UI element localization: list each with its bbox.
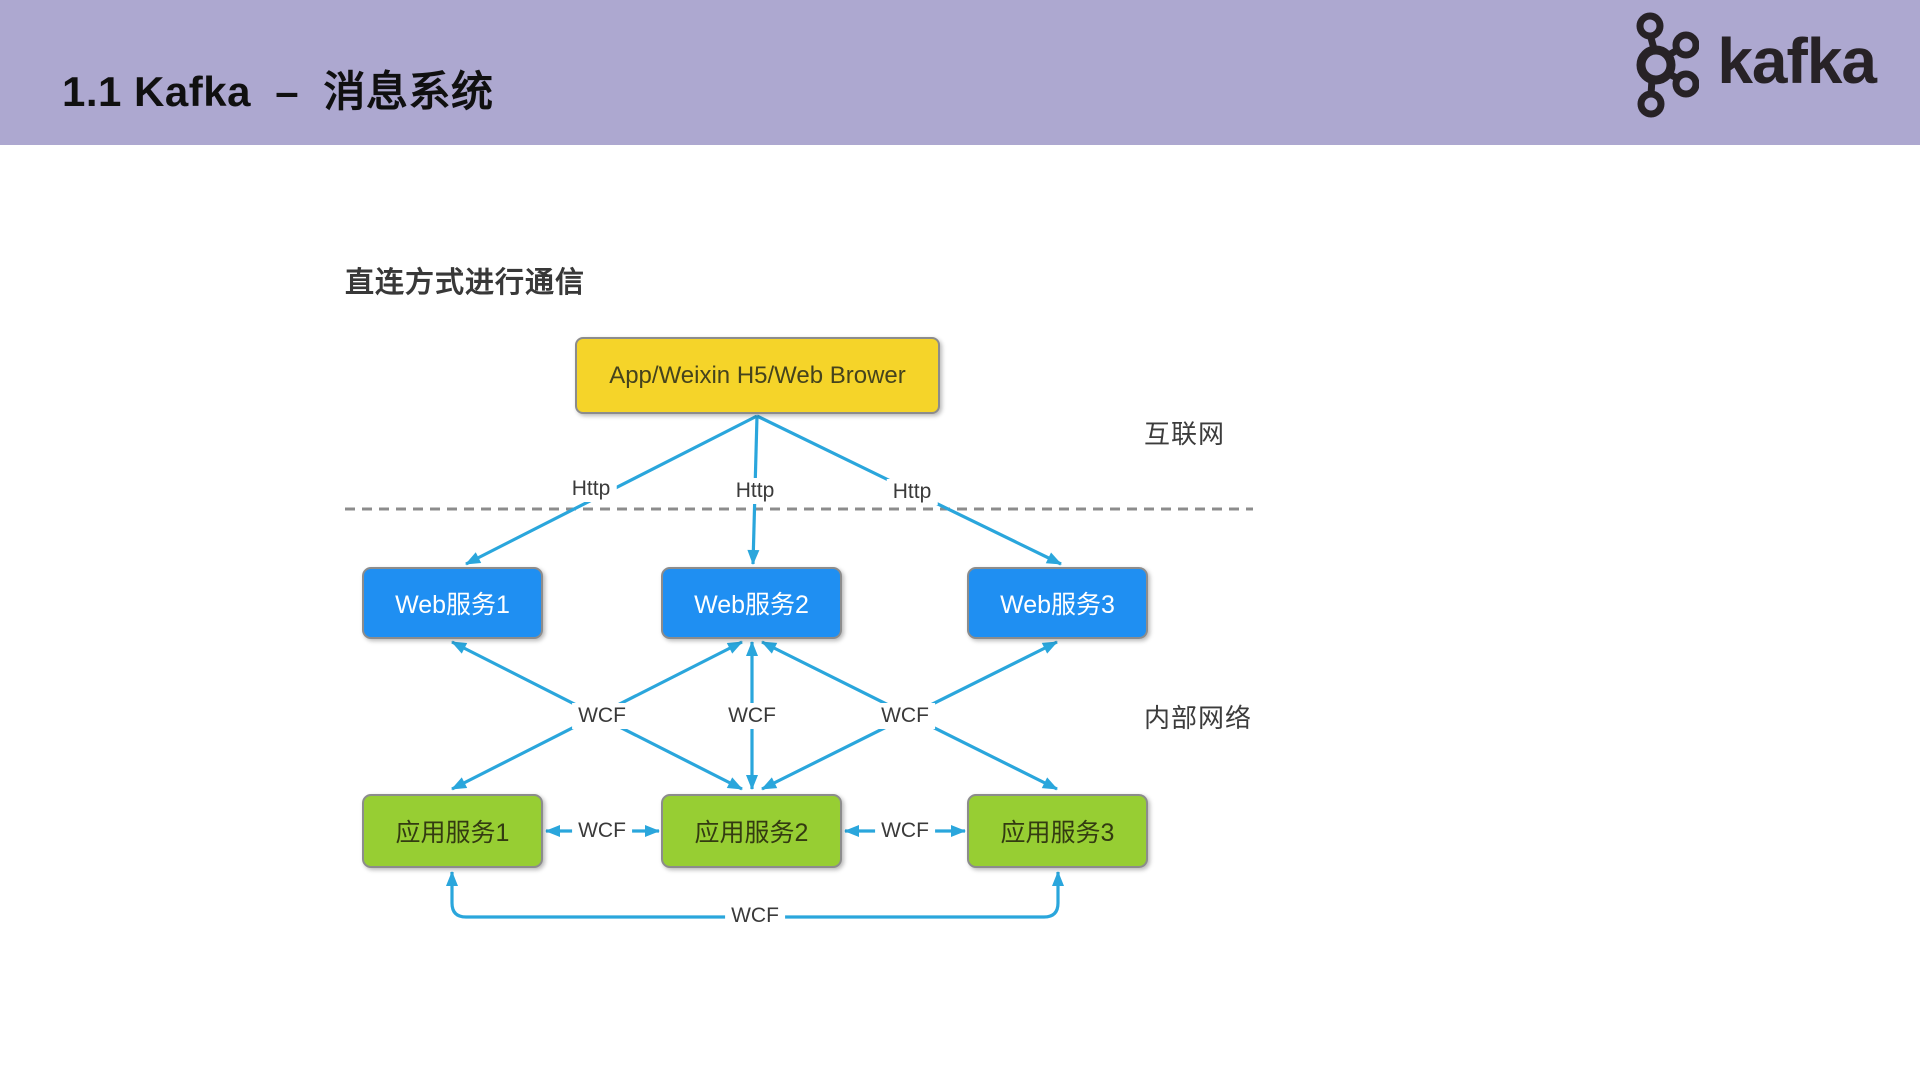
zone-label-internet: 互联网 bbox=[1144, 419, 1226, 449]
page-title: 1.1 Kafka – 消息系统 bbox=[62, 68, 494, 115]
diagram-title: 直连方式进行通信 bbox=[345, 267, 586, 299]
node-app-client: App/Weixin H5/Web Brower bbox=[575, 337, 940, 414]
node-web-service-1: Web服务1 bbox=[362, 567, 543, 639]
edge-label-wcf-2: WCF bbox=[722, 703, 782, 729]
slide-header: 1.1 Kafka – 消息系统 kafka bbox=[0, 0, 1920, 145]
edge-label-wcf-1: WCF bbox=[572, 703, 632, 729]
edge-label-wcf-3: WCF bbox=[875, 703, 935, 729]
zone-label-internal-network: 内部网络 bbox=[1144, 703, 1253, 733]
kafka-logo-text: kafka bbox=[1717, 25, 1877, 97]
edge-label-http-2: Http bbox=[729, 478, 781, 504]
node-web-service-3: Web服务3 bbox=[967, 567, 1148, 639]
edge-label-wcf-app1-app3: WCF bbox=[725, 903, 785, 929]
edge-label-http-3: Http bbox=[886, 479, 938, 505]
node-app-service-2: 应用服务2 bbox=[661, 794, 842, 868]
kafka-logo-icon bbox=[1636, 12, 1700, 118]
edge-label-wcf-app1-app2: WCF bbox=[572, 818, 632, 844]
edge-label-wcf-app2-app3: WCF bbox=[875, 818, 935, 844]
kafka-logo: kafka bbox=[1633, 8, 1877, 120]
node-web-service-2: Web服务2 bbox=[661, 567, 842, 639]
node-app-service-1: 应用服务1 bbox=[362, 794, 543, 868]
node-app-service-3: 应用服务3 bbox=[967, 794, 1148, 868]
edge-label-http-1: Http bbox=[565, 476, 617, 502]
